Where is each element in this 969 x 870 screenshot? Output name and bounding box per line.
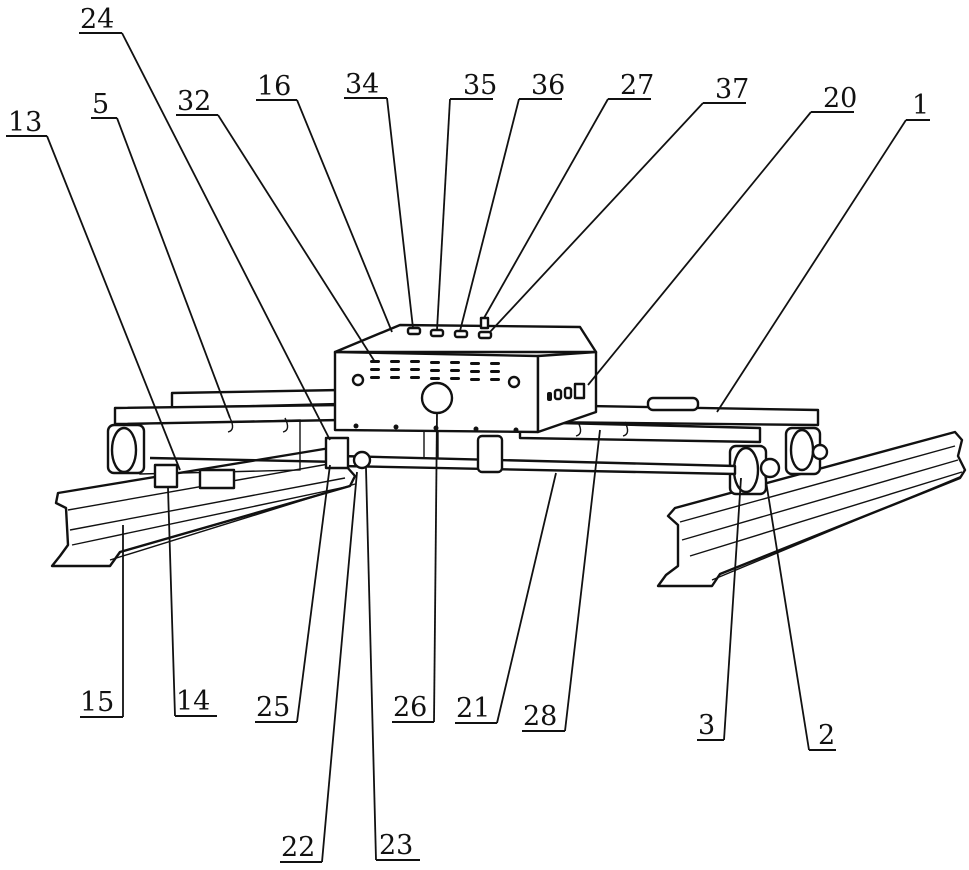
callout-24: 24	[79, 4, 331, 441]
label-14: 14	[176, 686, 210, 717]
label-34: 34	[345, 69, 379, 100]
label-35: 35	[463, 70, 497, 101]
label-32: 32	[177, 86, 211, 117]
callout-22: 22	[280, 471, 358, 863]
label-23: 23	[379, 830, 413, 861]
callout-5: 5	[91, 89, 231, 419]
callout-1: 1	[716, 90, 930, 413]
label-13: 13	[8, 107, 42, 138]
control-box	[333, 316, 598, 458]
callout-37: 37	[489, 74, 749, 333]
right-frame	[518, 396, 829, 496]
callout-26: 26	[392, 412, 438, 723]
callout-35: 35	[436, 70, 497, 331]
right-rail	[656, 430, 967, 588]
right-wheel-inner	[728, 444, 781, 496]
callout-13: 13	[6, 107, 181, 471]
callout-21: 21	[455, 472, 557, 724]
callout-32: 32	[176, 86, 376, 363]
cross-axle	[324, 434, 737, 476]
vent-slots	[370, 360, 500, 381]
callout-16: 16	[256, 71, 393, 333]
callout-2: 2	[764, 474, 836, 751]
callout-3: 3	[697, 477, 742, 741]
callout-27: 27	[483, 70, 654, 319]
left-wheel-outer	[106, 423, 146, 475]
callout-25: 25	[255, 464, 331, 723]
label-5: 5	[92, 89, 109, 120]
label-28: 28	[523, 701, 557, 732]
label-2: 2	[818, 720, 835, 751]
callout-14: 14	[167, 487, 217, 717]
side-ports	[547, 382, 586, 401]
label-3: 3	[698, 710, 715, 741]
callout-34: 34	[344, 69, 414, 329]
callout-20: 20	[587, 83, 857, 386]
callouts: 13 5 24 32 16 34 35	[6, 4, 930, 863]
right-wheel-outer	[784, 426, 829, 476]
label-20: 20	[823, 83, 857, 114]
left-frame	[106, 388, 342, 490]
callout-28: 28	[522, 429, 601, 732]
label-22: 22	[281, 832, 315, 863]
left-rail	[50, 446, 357, 568]
label-15: 15	[80, 687, 114, 718]
label-16: 16	[257, 71, 291, 102]
label-27: 27	[620, 70, 654, 101]
label-37: 37	[715, 74, 749, 105]
label-25: 25	[256, 692, 290, 723]
label-24: 24	[80, 4, 114, 35]
callout-36: 36	[459, 70, 565, 332]
label-26: 26	[393, 692, 427, 723]
label-21: 21	[456, 693, 490, 724]
label-1: 1	[912, 90, 929, 121]
label-36: 36	[531, 70, 565, 101]
callout-15: 15	[80, 525, 124, 718]
callout-23: 23	[365, 467, 420, 861]
